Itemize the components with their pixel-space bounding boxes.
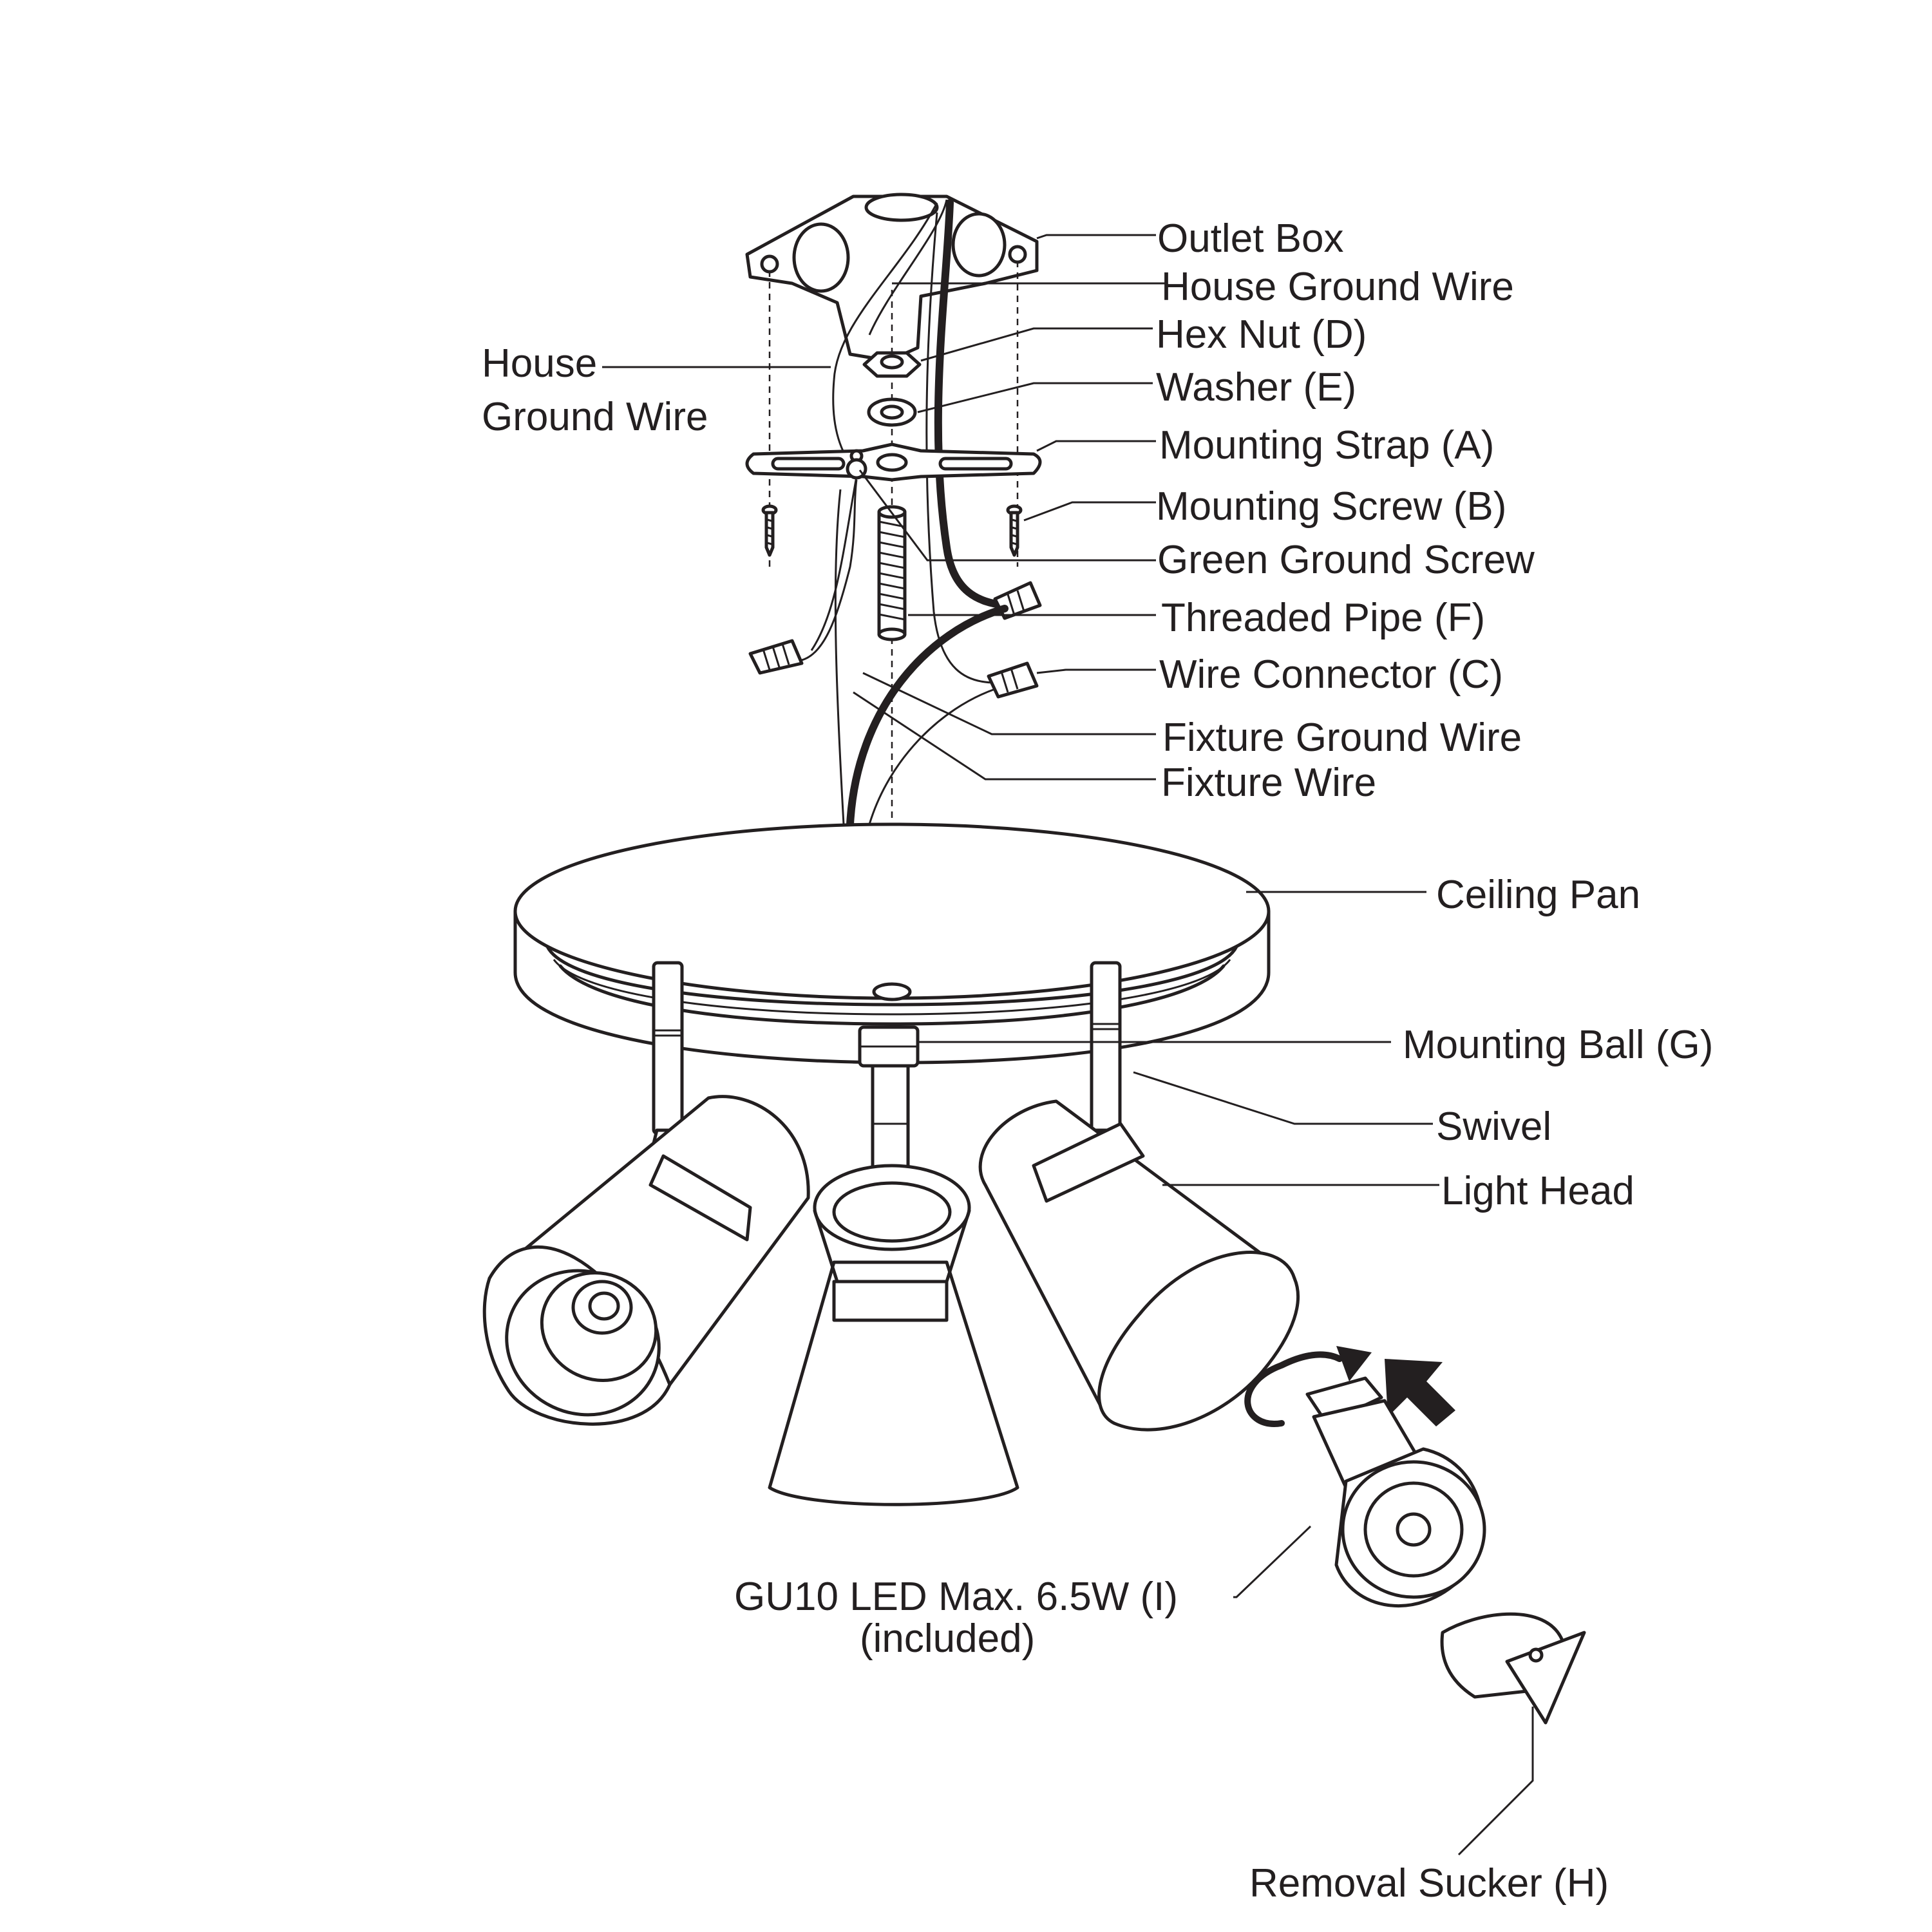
wire-connector-left bbox=[748, 639, 804, 675]
label-house-ground-wire-right: House Ground Wire bbox=[1161, 265, 1514, 309]
label-mounting-ball: Mounting Ball (G) bbox=[1403, 1023, 1713, 1067]
washer bbox=[867, 397, 917, 427]
label-hex-nut: Hex Nut (D) bbox=[1156, 312, 1367, 357]
threaded-pipe bbox=[877, 505, 907, 641]
label-gu10-led: GU10 LED Max. 6.5W (I) bbox=[734, 1575, 1178, 1619]
label-threaded-pipe: Threaded Pipe (F) bbox=[1161, 596, 1485, 640]
hex-nut bbox=[862, 351, 922, 378]
label-outlet-box: Outlet Box bbox=[1157, 216, 1343, 261]
label-swivel: Swivel bbox=[1436, 1104, 1551, 1149]
ceiling-pan bbox=[513, 822, 1271, 1065]
light-head-right bbox=[978, 1099, 1300, 1432]
label-fixture-wire: Fixture Wire bbox=[1161, 761, 1376, 805]
wire-connector-lower bbox=[987, 661, 1039, 699]
removal-sucker bbox=[1440, 1612, 1586, 1725]
light-head-left bbox=[482, 1095, 810, 1426]
fixture-black-wire bbox=[846, 605, 1009, 828]
label-ceiling-pan: Ceiling Pan bbox=[1436, 873, 1640, 917]
house-white-wire bbox=[925, 212, 996, 684]
house-ground-wire-2 bbox=[868, 199, 948, 336]
fixture-white-wire bbox=[868, 688, 996, 825]
gu10-led-bulb bbox=[1305, 1376, 1486, 1607]
label-house-ground-wire-left-1: House bbox=[482, 341, 597, 386]
green-ground-screw bbox=[810, 458, 867, 651]
label-wire-connector: Wire Connector (C) bbox=[1159, 652, 1503, 697]
mounting-ball bbox=[858, 1025, 920, 1180]
house-ground-wire bbox=[832, 202, 938, 464]
mounting-screw-left bbox=[761, 504, 778, 557]
insert-arrow-icon bbox=[1385, 1359, 1455, 1426]
light-head-center bbox=[768, 1164, 1019, 1506]
label-mounting-strap: Mounting Strap (A) bbox=[1159, 423, 1494, 468]
label-washer: Washer (E) bbox=[1156, 365, 1356, 410]
label-house-ground-wire-left-2: Ground Wire bbox=[482, 395, 708, 439]
label-removal-sucker: Removal Sucker (H) bbox=[1249, 1861, 1609, 1906]
fixture-ground-wire bbox=[801, 479, 858, 661]
outlet-box bbox=[745, 193, 1039, 363]
label-gu10-included: (included) bbox=[860, 1616, 1035, 1661]
labels: Outlet Box House Ground Wire Hex Nut (D)… bbox=[482, 216, 1713, 1906]
mounting-screw-right bbox=[1006, 504, 1023, 557]
label-fixture-ground-wire: Fixture Ground Wire bbox=[1162, 715, 1522, 760]
mounting-strap bbox=[745, 442, 1042, 482]
label-light-head: Light Head bbox=[1441, 1169, 1634, 1213]
fixture-wire-loop bbox=[834, 489, 845, 825]
rotate-arrow-icon bbox=[1244, 1346, 1372, 1427]
leader-lines bbox=[602, 234, 1534, 1856]
label-green-ground-screw: Green Ground Screw bbox=[1157, 538, 1535, 582]
label-mounting-screw: Mounting Screw (B) bbox=[1156, 484, 1506, 529]
